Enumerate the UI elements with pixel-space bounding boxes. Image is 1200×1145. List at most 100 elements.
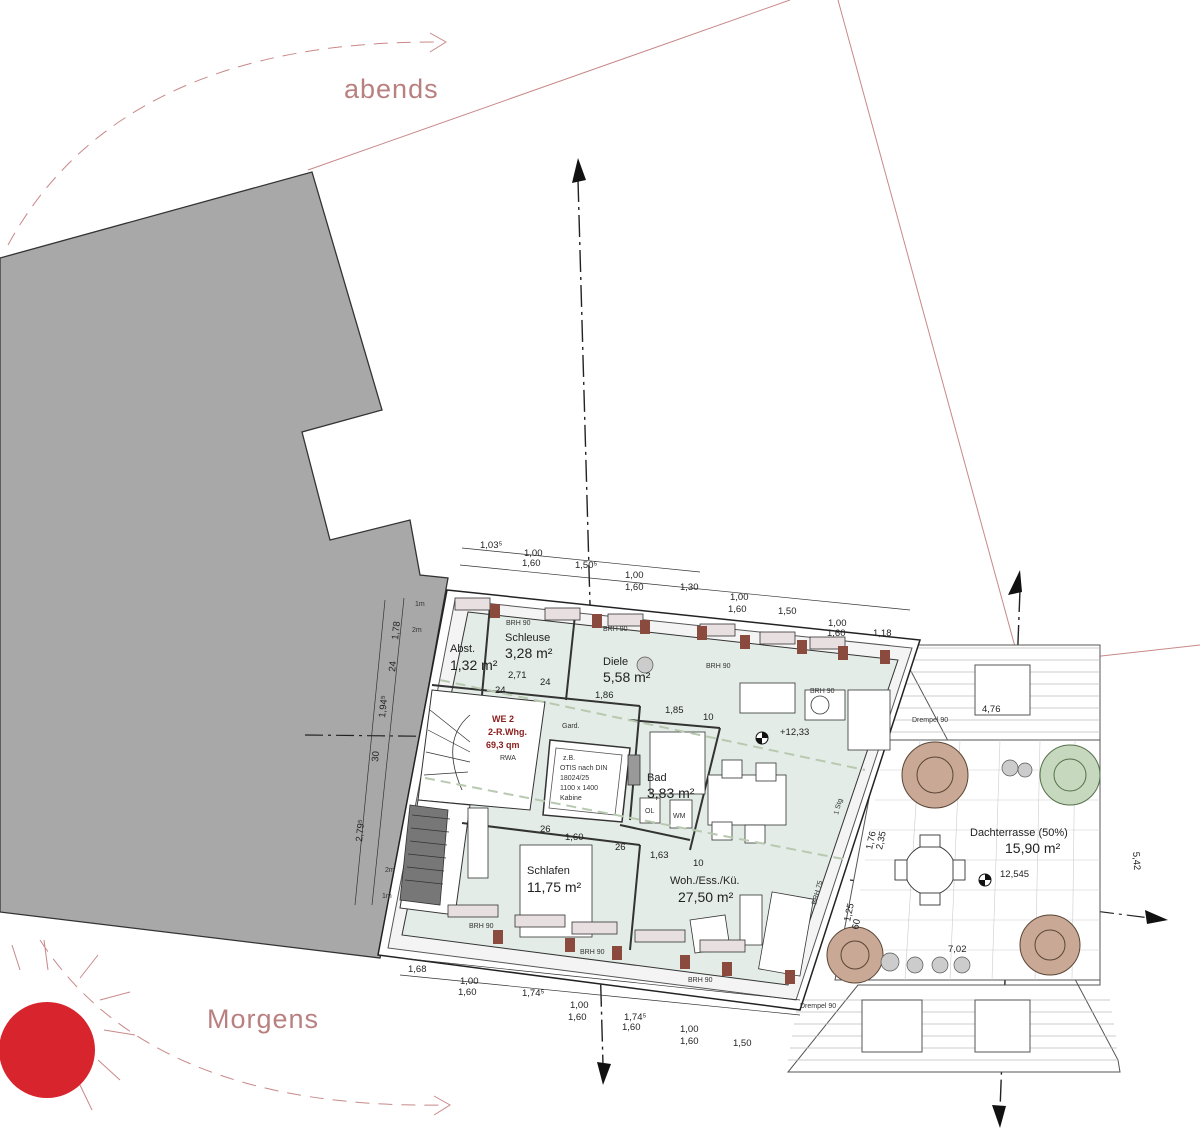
room-label-dachterrasse: Dachterrasse (50%) 15,90 m²: [970, 827, 1068, 856]
svg-text:1,76: 1,76: [864, 830, 879, 850]
svg-text:1,00: 1,00: [570, 1000, 589, 1011]
svg-text:60: 60: [850, 918, 863, 931]
svg-text:1,00: 1,00: [730, 592, 749, 603]
svg-text:1,74⁵: 1,74⁵: [624, 1012, 646, 1023]
svg-text:7,02: 7,02: [948, 944, 967, 955]
svg-text:1,00: 1,00: [460, 976, 479, 987]
svg-text:Kabine: Kabine: [560, 795, 582, 802]
stairwell: [399, 689, 546, 916]
svg-text:26: 26: [615, 842, 626, 853]
svg-text:1,60: 1,60: [728, 604, 747, 615]
svg-text:1,00: 1,00: [680, 1024, 699, 1035]
room-label-schlafen: Schlafen 11,75 m²: [527, 865, 582, 895]
svg-text:Schlafen: Schlafen: [527, 865, 570, 877]
svg-text:1,00: 1,00: [625, 570, 644, 581]
dimension-lines: [354, 547, 911, 1016]
svg-text:1,74⁵: 1,74⁵: [522, 988, 544, 999]
svg-text:24: 24: [495, 685, 506, 696]
svg-text:BRH 90: BRH 90: [706, 663, 731, 670]
level-marker-icon: [978, 873, 992, 887]
annotations: RWA Gard. OL WM 1 Stg +12,33 12,545 BRH …: [469, 620, 1029, 1010]
svg-text:BRH 90: BRH 90: [506, 620, 531, 627]
svg-text:2-R.Whg.: 2-R.Whg.: [488, 727, 527, 737]
sun-path-evening: [7, 41, 441, 246]
svg-text:1,63: 1,63: [650, 850, 669, 861]
svg-text:BRH 90: BRH 90: [469, 923, 494, 930]
dimension-texts: 1,03⁵ 1,00 1,50⁵ 1,00 1,30 1,60 1,60 1,0…: [354, 540, 1142, 1049]
svg-text:10: 10: [703, 712, 714, 723]
svg-text:1,00: 1,00: [828, 618, 847, 629]
room-label-bad: Bad 3,83 m²: [647, 772, 695, 801]
svg-text:Schleuse: Schleuse: [505, 632, 550, 644]
svg-text:1m: 1m: [382, 893, 392, 900]
svg-text:1,60: 1,60: [622, 1022, 641, 1033]
svg-text:WE 2: WE 2: [492, 714, 514, 724]
svg-text:1,60: 1,60: [458, 987, 477, 998]
shrub-icon: [636, 656, 1033, 974]
sun-path-morning: [39, 939, 446, 1106]
columns: [490, 604, 890, 984]
svg-text:1,30: 1,30: [680, 582, 699, 593]
svg-text:2m: 2m: [385, 867, 395, 874]
svg-text:Dachterrasse (50%): Dachterrasse (50%): [970, 827, 1068, 839]
section-marker-icon: [992, 1105, 1006, 1128]
svg-text:12,545: 12,545: [1000, 869, 1029, 880]
svg-text:3,28 m²: 3,28 m²: [505, 645, 553, 661]
unit-tag: WE 2 2-R.Whg. 69,3 qm: [486, 714, 527, 750]
svg-text:OL: OL: [645, 808, 654, 815]
plant-icon: [1039, 744, 1101, 806]
plant-icon: [826, 926, 884, 984]
svg-text:5,58 m²: 5,58 m²: [603, 669, 651, 685]
svg-text:Bad: Bad: [647, 772, 667, 784]
room-label-diele: Diele 5,58 m²: [603, 656, 651, 685]
terrace-table: [894, 834, 966, 906]
svg-text:1,94⁵: 1,94⁵: [377, 695, 390, 719]
windows: [447, 597, 846, 953]
svg-text:z.B.: z.B.: [563, 755, 575, 762]
svg-text:1,00: 1,00: [524, 548, 543, 559]
svg-text:3,83 m²: 3,83 m²: [647, 785, 695, 801]
svg-text:24: 24: [540, 677, 551, 688]
svg-text:15,90 m²: 15,90 m²: [1005, 840, 1061, 856]
svg-text:2,79⁵: 2,79⁵: [354, 819, 367, 843]
svg-text:Diele: Diele: [603, 656, 628, 668]
elevator-shaft: [542, 739, 631, 823]
svg-text:10: 10: [693, 858, 704, 869]
svg-text:69,3 qm: 69,3 qm: [486, 740, 520, 750]
svg-text:1,78: 1,78: [390, 621, 403, 641]
neighbor-building: [0, 171, 449, 959]
svg-text:1,60: 1,60: [522, 558, 541, 569]
svg-text:OTIS nach DIN: OTIS nach DIN: [560, 765, 607, 772]
property-boundary: [307, 0, 1200, 666]
svg-text:1,86: 1,86: [595, 690, 614, 701]
section-marker-icon: [1008, 570, 1022, 595]
bathroom-fixtures: [627, 731, 706, 829]
section-marker-icon: [1145, 910, 1168, 924]
plant-icon: [901, 741, 969, 809]
svg-text:Abst.: Abst.: [450, 643, 475, 655]
svg-text:1 Stg: 1 Stg: [833, 798, 844, 816]
svg-text:1,85: 1,85: [665, 705, 684, 716]
svg-text:18024/25: 18024/25: [560, 775, 589, 782]
room-label-schleuse: Schleuse 3,28 m²: [505, 632, 553, 661]
svg-text:1100 x 1400: 1100 x 1400: [560, 785, 598, 792]
svg-text:+12,33: +12,33: [780, 727, 809, 738]
svg-text:Gard.: Gard.: [562, 723, 580, 730]
svg-text:11,75 m²: 11,75 m²: [527, 879, 582, 895]
svg-text:Drempel 90: Drempel 90: [800, 1003, 836, 1010]
svg-text:5,42: 5,42: [1130, 851, 1142, 870]
svg-text:BRH 90: BRH 90: [603, 626, 628, 633]
svg-text:1,50: 1,50: [733, 1038, 752, 1049]
room-label-wohnen: Woh./Ess./Kü. 27,50 m²: [670, 875, 740, 905]
svg-text:30: 30: [370, 751, 382, 763]
svg-text:Drempel 90: Drempel 90: [912, 717, 948, 724]
svg-text:1,50: 1,50: [778, 606, 797, 617]
svg-text:WM: WM: [673, 813, 686, 820]
svg-text:BRH 90: BRH 90: [810, 688, 835, 695]
elevator-label: z.B. OTIS nach DIN 18024/25 1100 x 1400 …: [560, 755, 607, 802]
svg-text:BRH 90: BRH 90: [580, 949, 605, 956]
svg-text:1,03⁵: 1,03⁵: [480, 540, 502, 551]
svg-text:24: 24: [387, 661, 399, 673]
svg-text:1,25: 1,25: [842, 902, 857, 922]
